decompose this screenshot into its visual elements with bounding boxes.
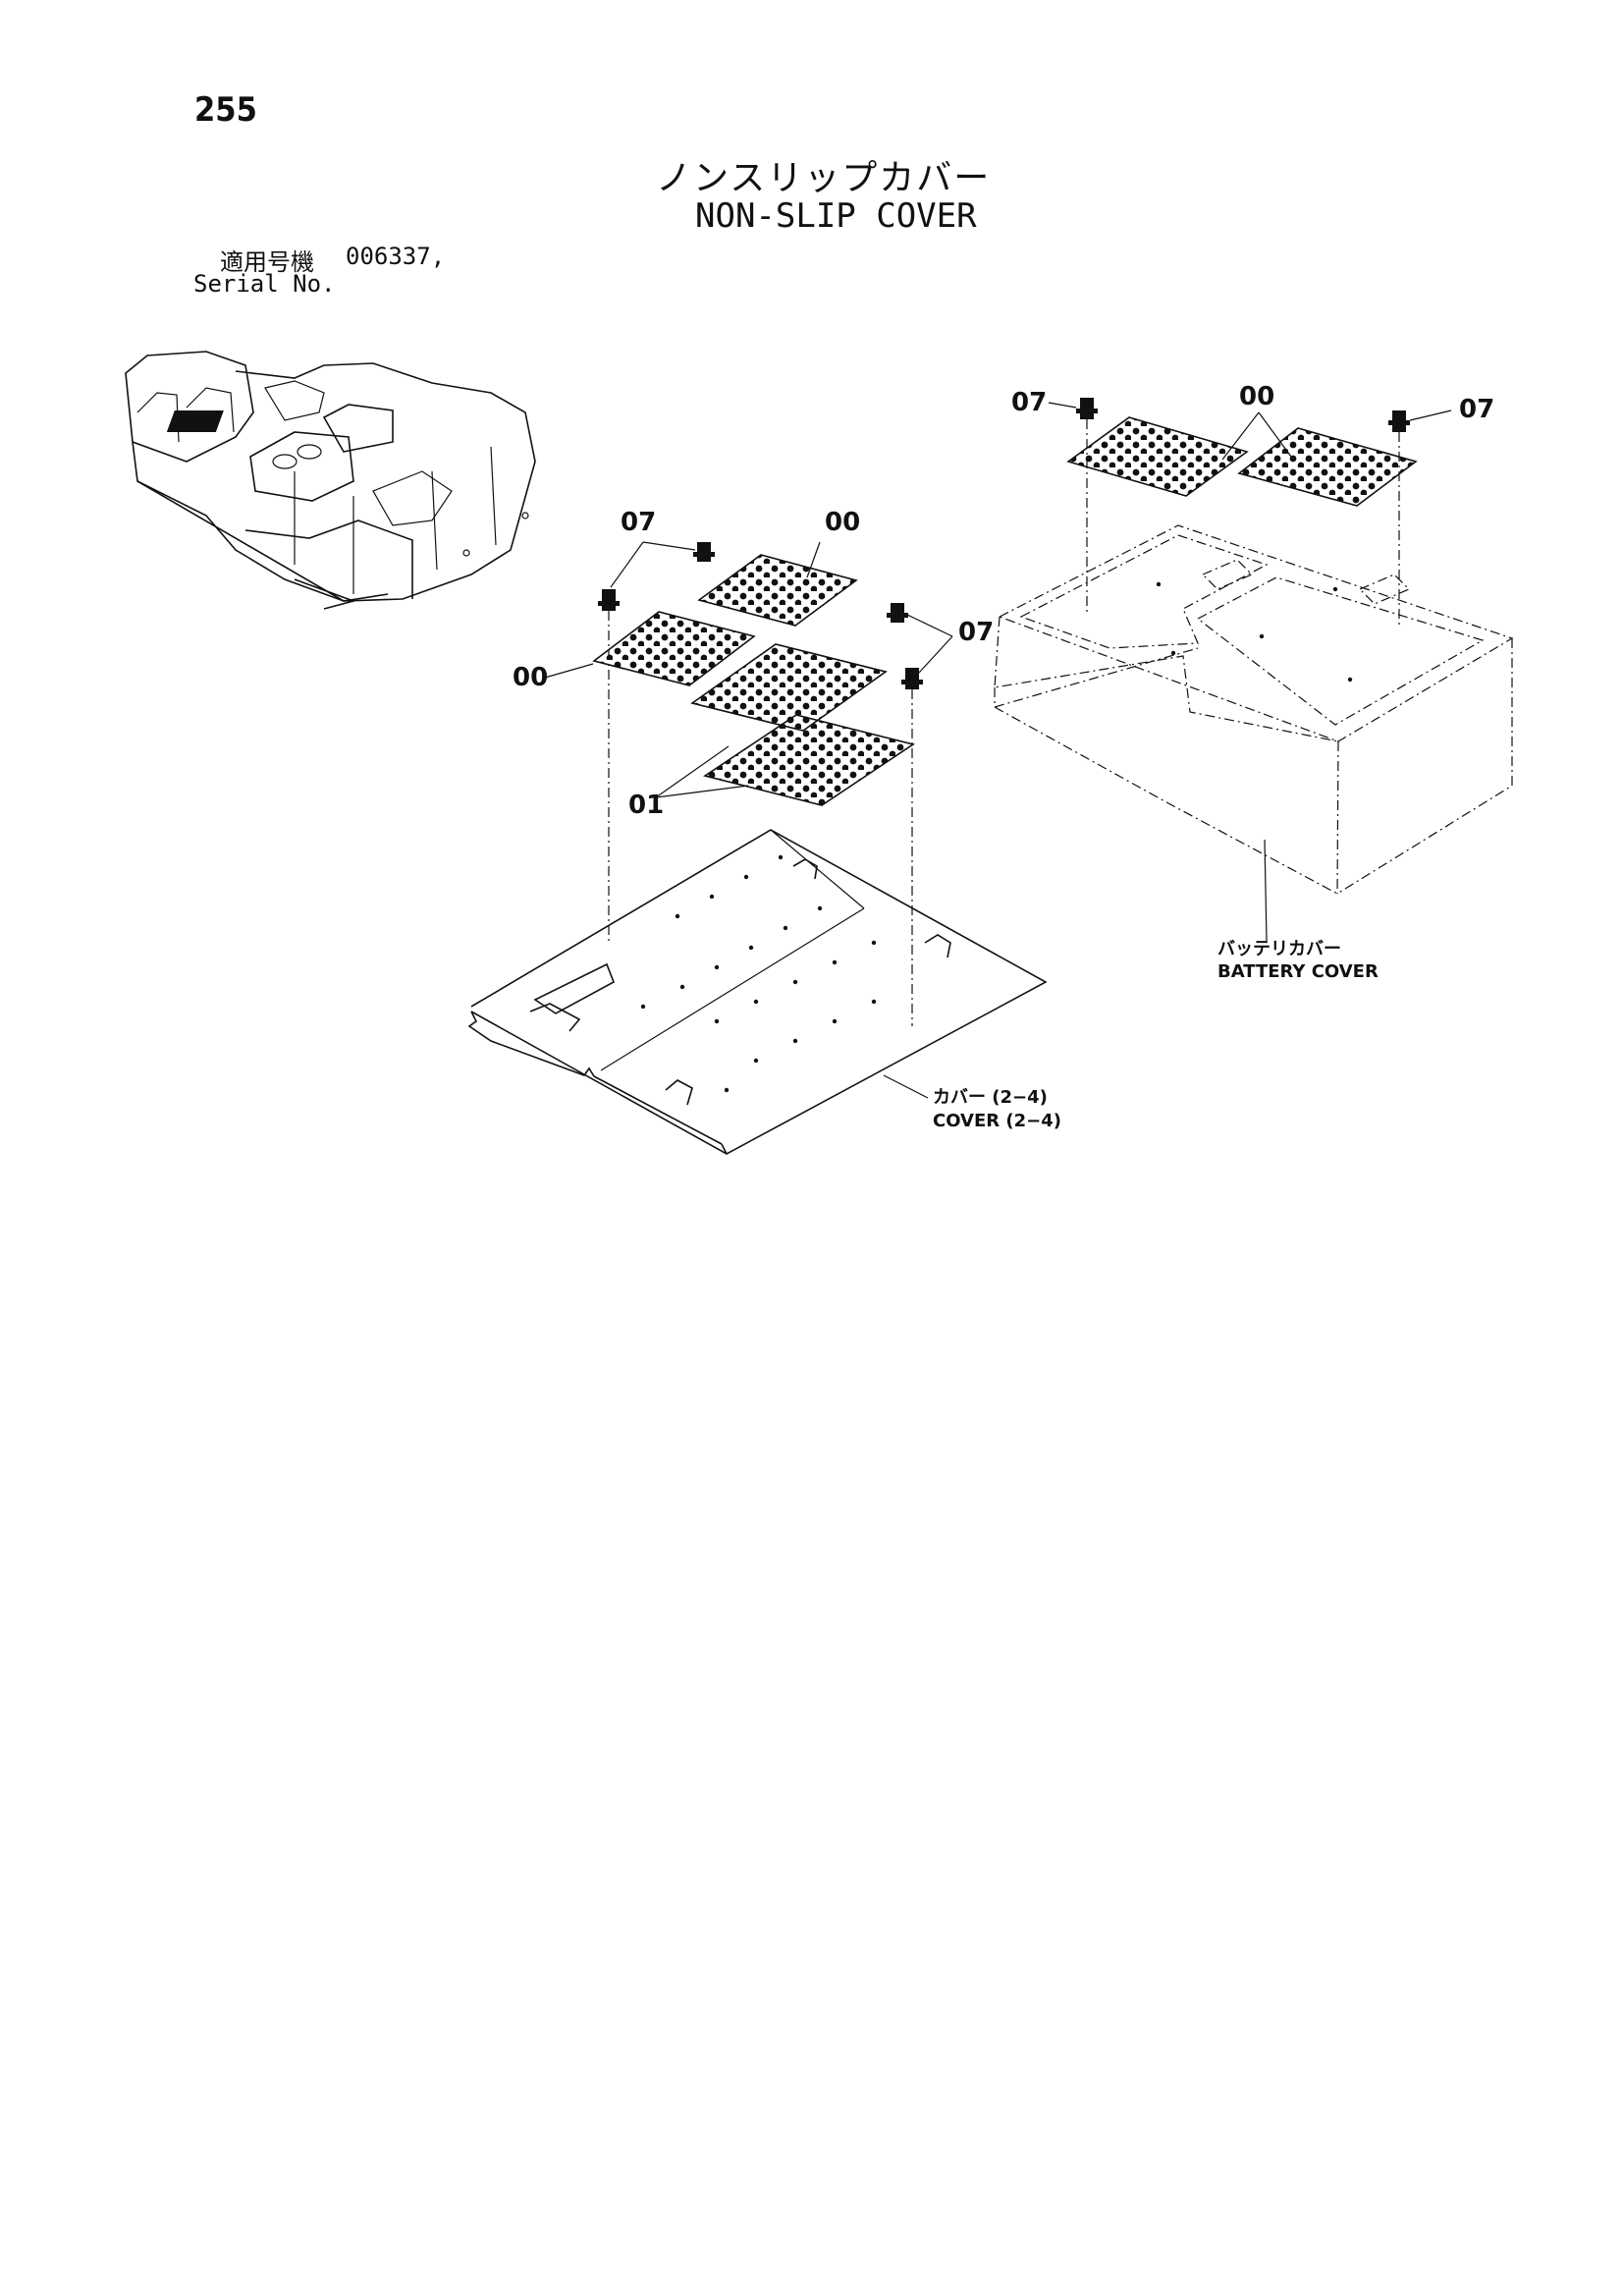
page-title-jp: ノンスリップカバー	[656, 158, 992, 198]
callout-07: 07	[958, 618, 994, 647]
battery-cover-label-jp: バッテリカバー	[1217, 939, 1341, 959]
non-slip-plate-right-2	[1237, 427, 1418, 507]
non-slip-plate-bottom	[703, 714, 915, 806]
bolt-icon	[598, 589, 620, 943]
floor-cover-plate	[467, 829, 1048, 1155]
battery-cover-label-en: BATTERY COVER	[1217, 961, 1379, 982]
excavator-overview-illustration	[125, 351, 536, 610]
battery-cover-box	[994, 524, 1514, 895]
non-slip-plate-mid	[690, 643, 888, 732]
cover-label-en: COVER (2−4)	[933, 1111, 1061, 1131]
bolt-icon	[901, 668, 923, 1026]
callout-07: 07	[1459, 395, 1494, 424]
callout-07: 07	[621, 508, 656, 537]
callout-07: 07	[1011, 388, 1047, 417]
page-number: 255	[194, 90, 257, 130]
non-slip-plate-top	[697, 554, 858, 627]
bolt-icon	[693, 542, 715, 562]
callout-00: 00	[1239, 382, 1274, 411]
bolt-icon	[1388, 410, 1410, 627]
bolt-icon	[1076, 398, 1098, 614]
bolt-icon	[887, 603, 908, 623]
serial-value: 006337,	[346, 243, 446, 270]
callout-00: 00	[825, 508, 860, 537]
callout-00: 00	[513, 663, 548, 692]
serial-label-jp: 適用号機	[220, 248, 314, 276]
serial-label-en: Serial No.	[193, 270, 336, 298]
callout-01: 01	[628, 791, 664, 820]
non-slip-plate-left	[592, 611, 756, 686]
page-title-en: NON-SLIP COVER	[695, 196, 977, 236]
cover-label-jp: カバー (2−4)	[933, 1087, 1048, 1108]
non-slip-plate-right-1	[1066, 416, 1249, 497]
